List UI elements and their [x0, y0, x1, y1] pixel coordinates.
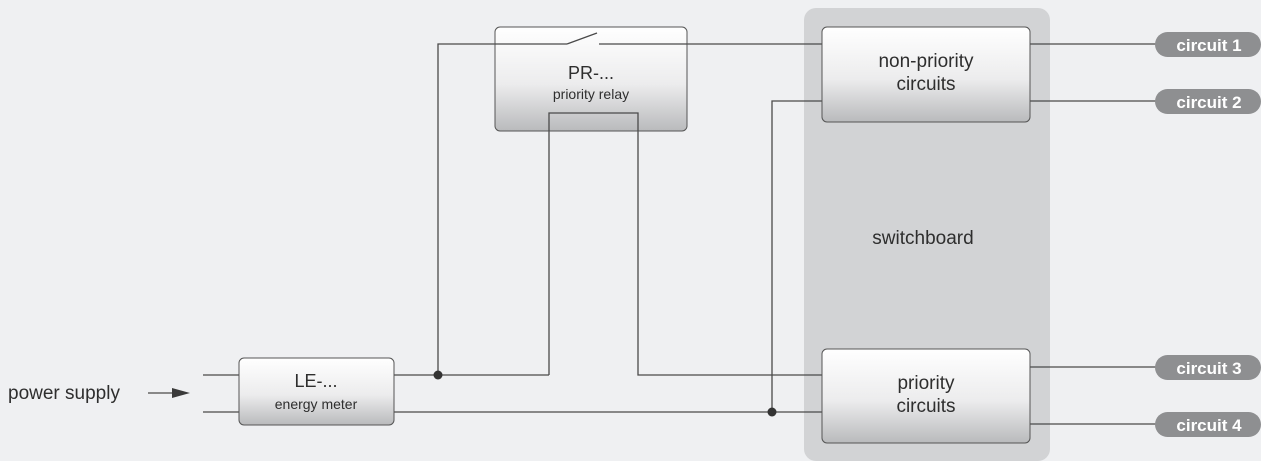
circuit-4-label: circuit 4: [1176, 416, 1242, 435]
circuit-pill-2: circuit 2: [1155, 89, 1261, 114]
power-supply-label: power supply: [8, 383, 120, 404]
energy-meter-subtitle: energy meter: [275, 396, 358, 412]
circuit-pill-3: circuit 3: [1155, 355, 1261, 380]
priority-relay-title: PR-...: [568, 63, 614, 83]
energy-meter-title: LE-...: [294, 371, 337, 391]
priority-circuits-block: priority circuits: [821, 348, 1031, 444]
priority-line1: priority: [897, 373, 955, 394]
relay-coil-loop: [548, 112, 639, 131]
priority-line2: circuits: [896, 396, 955, 417]
circuit-3-label: circuit 3: [1176, 359, 1241, 378]
relay-switch-contact: [566, 32, 598, 45]
junction-dot-live: [433, 370, 443, 380]
switchboard-label: switchboard: [872, 228, 973, 249]
non-priority-line1: non-priority: [878, 51, 974, 72]
priority-relay-block: PR-... priority relay: [494, 26, 688, 132]
circuit-2-label: circuit 2: [1176, 93, 1241, 112]
junction-dot-neutral: [767, 407, 777, 417]
non-priority-circuits-block: non-priority circuits: [821, 26, 1031, 123]
energy-meter-block: LE-... energy meter: [238, 357, 395, 426]
non-priority-line2: circuits: [896, 74, 955, 95]
circuit-1-label: circuit 1: [1176, 36, 1241, 55]
supply-arrow-icon: [172, 388, 190, 398]
circuit-pill-1: circuit 1: [1155, 32, 1261, 57]
relay-sense-loop: [548, 112, 822, 376]
priority-relay-subtitle: priority relay: [553, 86, 629, 102]
circuit-pill-4: circuit 4: [1155, 412, 1261, 437]
neutral-to-nonpriority: [771, 100, 822, 412]
